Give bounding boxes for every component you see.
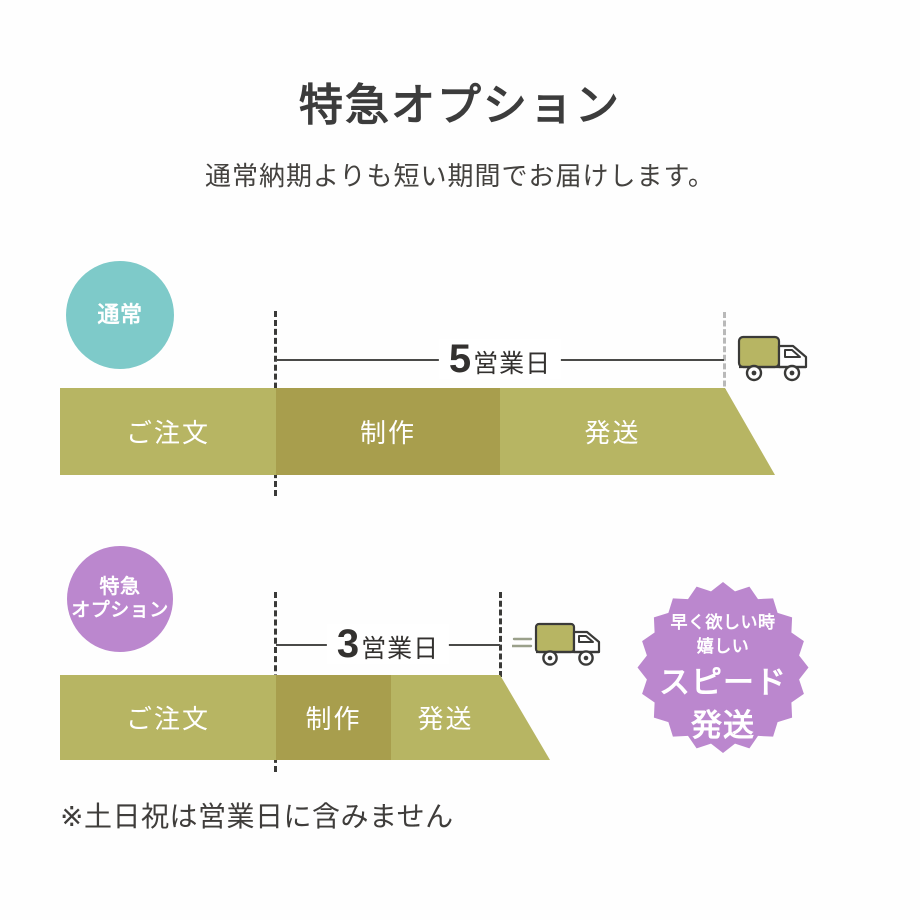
truck-front-hub xyxy=(789,370,795,376)
truck-window xyxy=(578,635,594,643)
row1-segment-order-shape xyxy=(60,388,276,475)
delivery-truck-fast-icon xyxy=(510,620,608,670)
row1-segment-order-label: ご注文 xyxy=(60,388,276,475)
row2-duration-label: 3 営業日 xyxy=(326,622,450,666)
truck-front-hub xyxy=(583,655,589,661)
row1-bar-shape xyxy=(60,388,775,475)
row2-duration-number: 3 xyxy=(336,622,360,666)
row2-segment-production-text: 制作 xyxy=(305,704,362,734)
row1-timeline-bar: ご注文 制作 発送 xyxy=(60,388,776,475)
truck-cargo-box xyxy=(534,622,576,654)
row1-duration-label: 5 営業日 xyxy=(438,337,562,381)
truck-motion-lines xyxy=(510,637,533,648)
row1-duration-measure: 5 営業日 xyxy=(276,336,724,382)
row1-end-marker xyxy=(723,312,726,395)
row2-bar-shape xyxy=(60,675,550,760)
delivery-truck-icon xyxy=(737,333,813,385)
delivery-truck-fast-icon-svg xyxy=(510,622,601,666)
row1-segment-shipping-shape xyxy=(500,388,775,475)
row2-end-marker xyxy=(499,592,502,677)
row2-segment-order-text: ご注文 xyxy=(125,704,210,734)
badge-normal: 通常 xyxy=(66,261,174,369)
row2-segment-shipping-shape xyxy=(391,675,550,760)
starburst-shape xyxy=(637,582,809,753)
row2-segment-order-shape xyxy=(60,675,276,760)
page-title: 特急オプション xyxy=(299,81,621,130)
row2-segment-production-label: 制作 xyxy=(276,675,391,760)
starburst-polygon xyxy=(637,582,809,753)
truck-window xyxy=(784,349,801,358)
footnote-note: ※土日祝は営業日に含みません xyxy=(60,801,454,832)
page-subtitle: 通常納期よりも短い期間でお届けします。 xyxy=(205,161,715,191)
row2-segment-shipping-label: 発送 xyxy=(391,675,500,760)
row1-duration-number: 5 xyxy=(448,337,472,381)
badge-express-line-2: オプション xyxy=(71,599,169,621)
badge-normal-line-1: 通常 xyxy=(97,302,143,328)
speed-shipping-badge: 早く欲しい時 嬉しい スピード 発送 xyxy=(632,578,814,778)
delivery-truck-icon-svg xyxy=(737,335,808,382)
row1-segment-shipping-label: 発送 xyxy=(500,388,725,475)
row1-segment-production-shape xyxy=(276,388,500,475)
truck-rear-hub xyxy=(751,370,757,376)
row2-segment-shipping-text: 発送 xyxy=(417,704,474,734)
row1-segment-order-text: ご注文 xyxy=(125,418,210,448)
row1-segment-production-label: 制作 xyxy=(276,388,500,475)
row2-segment-order-label: ご注文 xyxy=(60,675,276,760)
row2-duration-measure: 3 営業日 xyxy=(276,621,500,667)
truck-rear-hub xyxy=(547,655,553,661)
truck-cargo-box xyxy=(737,335,781,369)
row2-segment-production-shape xyxy=(276,675,391,760)
row2-timeline-bar: ご注文 制作 発送 xyxy=(60,675,560,760)
row1-duration-unit: 営業日 xyxy=(473,350,552,378)
row1-segment-production-text: 制作 xyxy=(359,418,416,448)
badge-express-line-1: 特急 xyxy=(99,576,141,598)
row1-segment-shipping-text: 発送 xyxy=(584,418,641,448)
row2-duration-unit: 営業日 xyxy=(361,635,440,663)
badge-express: 特急 オプション xyxy=(67,546,173,652)
